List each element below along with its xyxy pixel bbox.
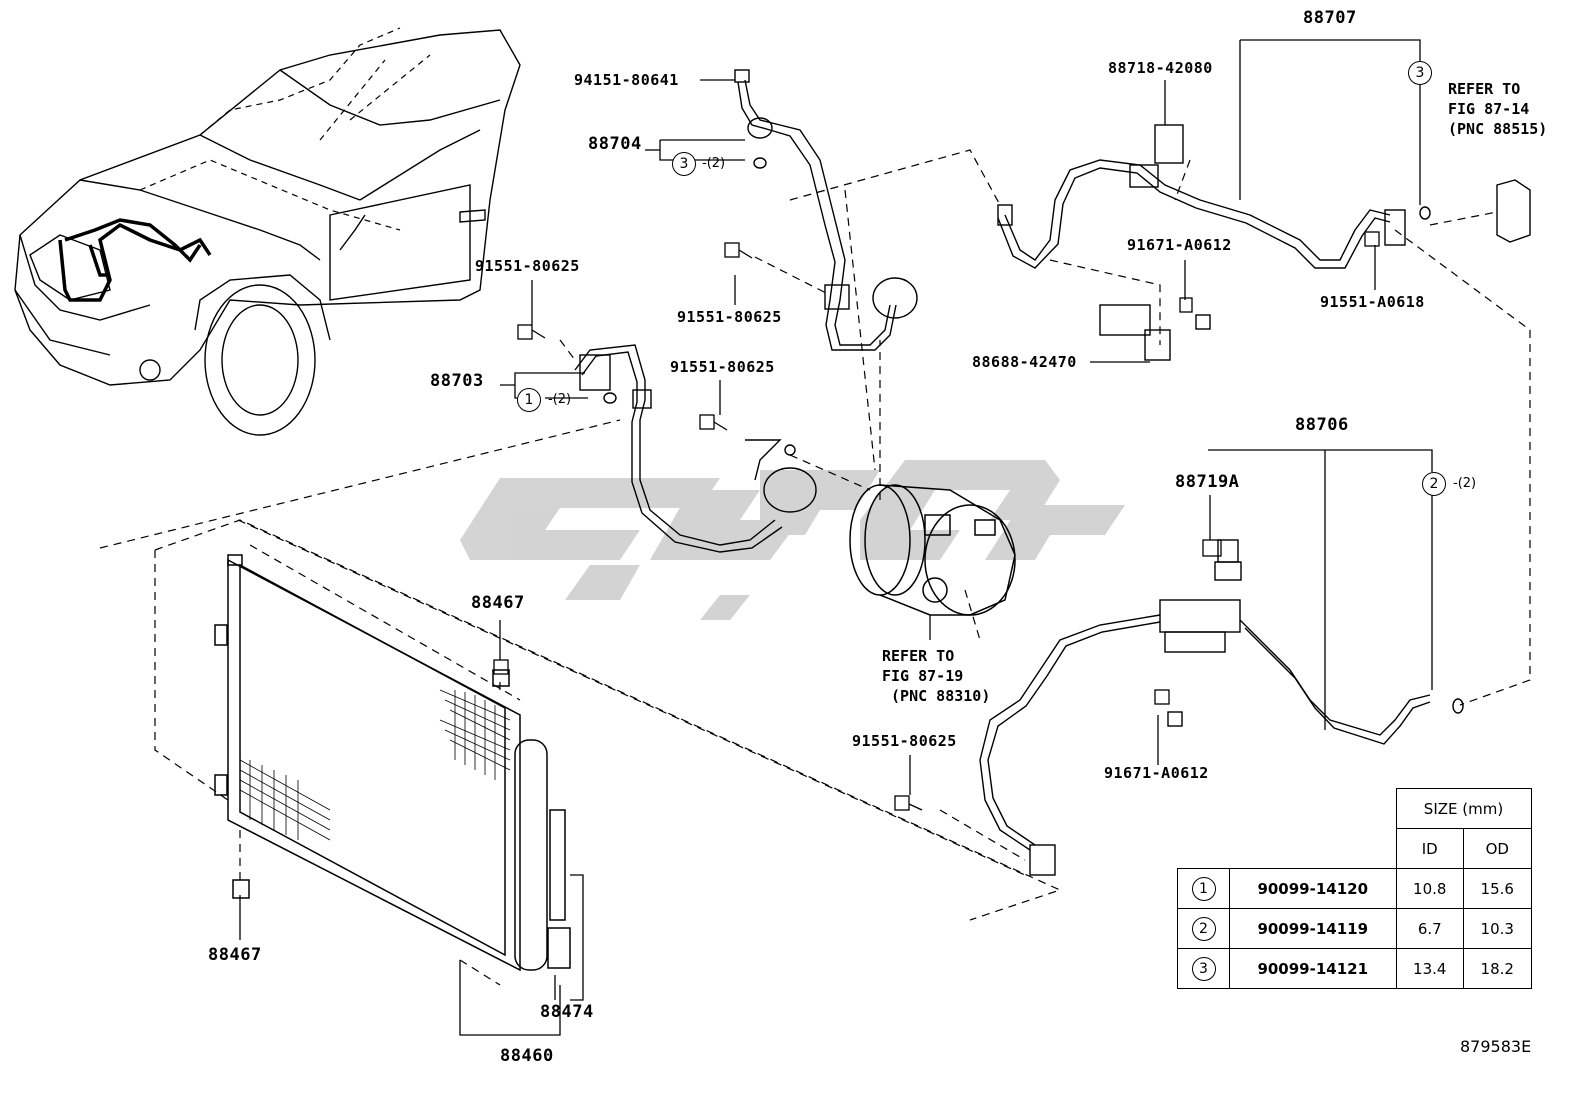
label-91551-80625-b: 91551-80625 <box>677 308 782 326</box>
label-91671-a0612-bottom: 91671-A0612 <box>1104 764 1209 782</box>
hose-88704 <box>734 69 918 351</box>
id-cell: 6.7 <box>1395 908 1464 949</box>
vehicle-dashed-lines <box>139 27 431 231</box>
label-88718-42080: 88718-42080 <box>1108 59 1213 77</box>
callout-circle-3-88707: 3 <box>1408 61 1432 85</box>
label-88467-upper: 88467 <box>471 593 525 613</box>
callout-qty-88706: -(2) <box>1453 476 1477 491</box>
label-91551-80625-a: 91551-80625 <box>475 257 580 275</box>
od-cell: 15.6 <box>1463 868 1532 909</box>
row-number-circle: 3 <box>1191 956 1216 981</box>
part-number-cell: 90099-14121 <box>1229 948 1397 989</box>
watermark-logo <box>460 460 1125 620</box>
figure-id: 879583E <box>1460 1037 1532 1056</box>
vehicle-wire-harness <box>58 218 212 302</box>
label-88719a: 88719A <box>1175 472 1240 492</box>
label-88460: 88460 <box>500 1046 554 1066</box>
label-88704: 88704 <box>588 134 642 154</box>
o-ring-size-table: SIZE (mm) ID OD 1 90099-14120 10.8 15.6 … <box>1177 788 1532 989</box>
dashed-connection-lines <box>99 149 1531 986</box>
od-cell: 10.3 <box>1463 908 1532 949</box>
table-row: 2 90099-14119 6.7 10.3 <box>1177 908 1532 949</box>
callout-circle-3-88704: 3 <box>672 152 696 176</box>
table-row: 3 90099-14121 13.4 18.2 <box>1177 948 1532 989</box>
refer-note-line-1: REFER TO <box>1448 80 1521 98</box>
refer-note-fig-87-19: REFER TO FIG 87-19 (PNC 88310) <box>882 646 990 706</box>
label-88707: 88707 <box>1303 8 1357 28</box>
refer-note-line-1: REFER TO <box>882 647 955 665</box>
col-id-header: ID <box>1395 828 1464 869</box>
refer-note-line-2: FIG 87-19 <box>882 667 964 685</box>
size-header: SIZE (mm) <box>1395 788 1532 829</box>
label-88688-42470: 88688-42470 <box>972 353 1077 371</box>
condenser-fins <box>239 689 511 841</box>
label-91551-a0618: 91551-A0618 <box>1320 293 1425 311</box>
row-number-circle: 2 <box>1191 916 1216 941</box>
callout-qty-88704: -(2) <box>702 156 726 171</box>
part-number-cell: 90099-14120 <box>1229 868 1397 909</box>
refer-note-fig-87-14: REFER TO FIG 87-14 (PNC 88515) <box>1448 79 1547 139</box>
label-88474: 88474 <box>540 1002 594 1022</box>
table-row: 1 90099-14120 10.8 15.6 <box>1177 868 1532 909</box>
vehicle-outline <box>14 29 521 436</box>
refer-note-line-2: FIG 87-14 <box>1448 100 1530 118</box>
compressor <box>849 484 1016 616</box>
label-94151-80641: 94151-80641 <box>574 71 679 89</box>
callout-circle-2-88706: 2 <box>1422 472 1446 496</box>
refer-note-line-3: (PNC 88310) <box>882 687 991 705</box>
leader-lines <box>239 39 1433 1036</box>
label-91551-80625-d: 91551-80625 <box>852 732 957 750</box>
part-number-cell: 90099-14119 <box>1229 908 1397 949</box>
row-number-circle: 1 <box>1191 876 1216 901</box>
label-88467-lower: 88467 <box>208 945 262 965</box>
bolts <box>493 231 1380 811</box>
callout-qty-88703: -(2) <box>548 392 572 407</box>
od-cell: 18.2 <box>1463 948 1532 989</box>
label-88706: 88706 <box>1295 415 1349 435</box>
id-cell: 13.4 <box>1395 948 1464 989</box>
col-od-header: OD <box>1463 828 1532 869</box>
callout-circle-1-88703: 1 <box>517 388 541 412</box>
refer-note-line-3: (PNC 88515) <box>1448 120 1548 138</box>
tube-88706 <box>979 314 1464 876</box>
condenser <box>214 554 571 972</box>
id-cell: 10.8 <box>1395 868 1464 909</box>
label-91551-80625-c: 91551-80625 <box>670 358 775 376</box>
tube-88707 <box>997 124 1531 361</box>
label-88703: 88703 <box>430 371 484 391</box>
label-91671-a0612-top: 91671-A0612 <box>1127 236 1232 254</box>
